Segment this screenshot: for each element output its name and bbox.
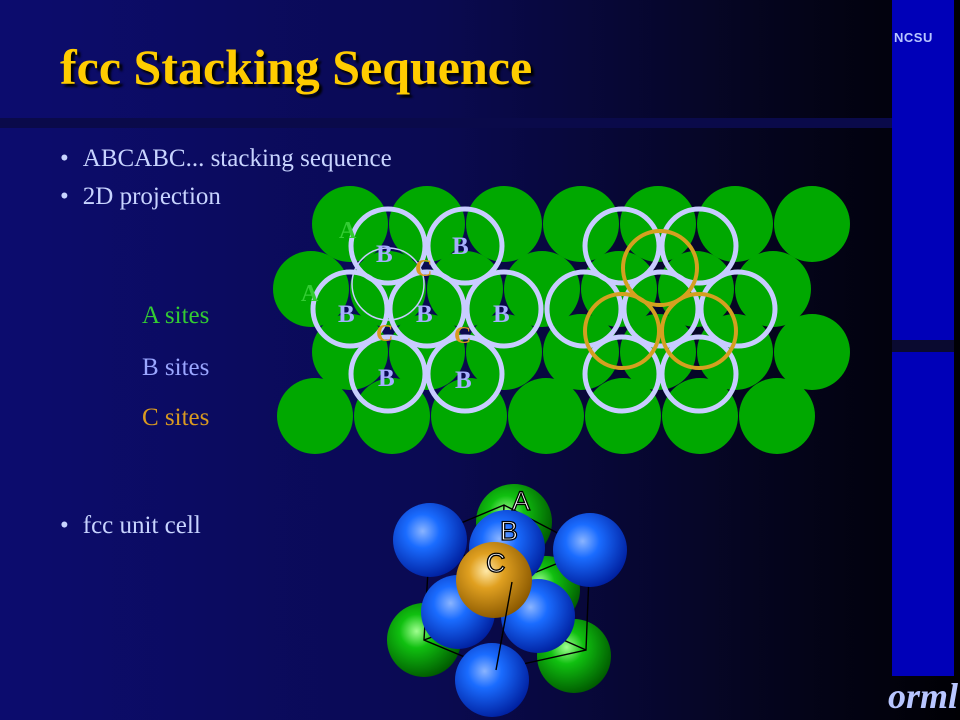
a-site-sphere	[389, 314, 465, 390]
b-site-ring	[425, 334, 505, 414]
ncsu-logo: NCSU	[894, 30, 933, 45]
a-site-sphere	[312, 314, 388, 390]
b-site-ring	[621, 269, 701, 349]
a-site-sphere	[350, 251, 426, 327]
a-site-sphere	[697, 314, 773, 390]
a-site-sphere	[431, 378, 507, 454]
legend-a-sites: A sites	[142, 302, 210, 329]
a-site-sphere	[581, 251, 657, 327]
label-b: B	[416, 301, 433, 328]
legend-b-sites: B sites	[142, 354, 210, 381]
a-site-sphere	[543, 314, 619, 390]
a-site-sphere	[273, 251, 349, 327]
c-site-layer	[583, 229, 738, 370]
unit-cell-c-sphere	[456, 542, 532, 618]
a-site-layer	[273, 186, 850, 454]
label-a-lower: A	[301, 281, 319, 307]
b-site-ring	[425, 206, 505, 286]
unit-cell-label-c: C	[486, 548, 506, 578]
a-site-sphere	[620, 186, 696, 262]
a-site-sphere	[277, 378, 353, 454]
label-c: C	[454, 323, 471, 349]
a-site-sphere	[620, 314, 696, 390]
unit-cell-label-a: A	[512, 486, 530, 516]
a-site-sphere	[504, 251, 580, 327]
b-site-ring	[659, 206, 739, 286]
a-site-sphere	[662, 378, 738, 454]
c-site-ring	[621, 229, 699, 307]
label-b: B	[376, 241, 393, 268]
a-site-sphere	[312, 186, 388, 262]
unit-cell-label-b: B	[500, 516, 518, 546]
a-site-sphere	[585, 378, 661, 454]
fcc-unit-cell: A B C	[387, 484, 627, 717]
c-site-ring	[660, 292, 738, 370]
a-site-sphere	[735, 251, 811, 327]
a-site-sphere	[427, 251, 503, 327]
b-site-ring	[659, 334, 739, 414]
a-site-sphere	[543, 186, 619, 262]
a-site-sphere	[697, 186, 773, 262]
a-site-sphere	[508, 378, 584, 454]
a-site-sphere	[389, 186, 465, 262]
label-a-upper: A	[339, 218, 357, 244]
b-site-ring	[544, 269, 624, 349]
b-site-ring	[698, 269, 778, 349]
legend-c-sites: C sites	[142, 404, 210, 431]
label-b: B	[452, 233, 469, 260]
a-site-sphere	[739, 378, 815, 454]
a-site-sphere	[774, 186, 850, 262]
b-site-ring	[387, 269, 467, 349]
label-b: B	[338, 301, 355, 328]
c-site-ring	[583, 292, 661, 370]
projection-labels: A A B B B B B B B C C C	[301, 218, 510, 394]
a-site-sphere	[774, 314, 850, 390]
a-site-sphere	[354, 378, 430, 454]
orml-logo: orml	[888, 676, 959, 716]
unit-cell-b-sphere	[393, 503, 467, 577]
b-site-ring	[582, 334, 662, 414]
b-site-ring	[348, 206, 428, 286]
label-c: C	[415, 256, 432, 282]
a-site-sphere	[658, 251, 734, 327]
sidebar-notch	[892, 340, 954, 352]
bullet-projection: 2D projection	[60, 180, 392, 218]
b-site-ring	[348, 334, 428, 414]
bullet-unit-cell: fcc unit cell	[60, 512, 201, 540]
a-site-sphere	[466, 314, 542, 390]
label-b: B	[455, 367, 472, 394]
b-site-ring	[310, 269, 390, 349]
slide-title: fcc Stacking Sequence	[60, 39, 533, 95]
label-c: C	[376, 321, 393, 347]
title-divider	[0, 118, 892, 128]
unit-cell-front-edges	[495, 581, 513, 671]
a-site-marker	[351, 247, 425, 321]
sidebar-strip	[892, 0, 954, 676]
b-site-layer	[310, 206, 778, 414]
b-site-ring	[464, 269, 544, 349]
a-site-sphere	[466, 186, 542, 262]
unit-cell-b-sphere	[455, 643, 529, 717]
bullet-list: ABCABC... stacking sequence 2D projectio…	[60, 142, 392, 218]
b-site-ring	[582, 206, 662, 286]
label-b: B	[493, 301, 510, 328]
unit-cell-b-sphere	[553, 513, 627, 587]
label-b: B	[378, 365, 395, 392]
bullet-stacking: ABCABC... stacking sequence	[60, 142, 392, 180]
